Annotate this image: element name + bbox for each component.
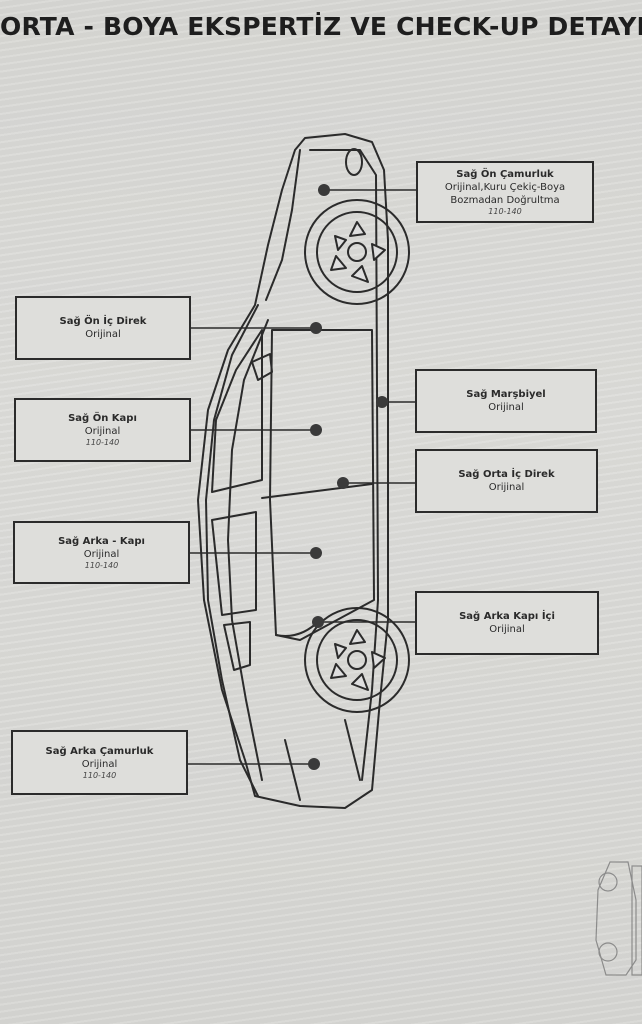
front-window	[211, 329, 263, 493]
callout-sag-on-ic-direk: Sağ Ön İç Direk Orijinal	[15, 296, 191, 360]
roof-line	[205, 304, 259, 797]
callout-title: Sağ Arka Kapı İçi	[459, 611, 555, 622]
callout-status: Orijinal	[488, 402, 524, 413]
callout-title: Sağ Ön İç Direk	[59, 316, 147, 327]
point-sag-on-kapi	[310, 424, 322, 436]
door-split-line	[261, 483, 373, 499]
point-sag-arka-camurluk	[308, 758, 320, 770]
point-sag-arka-kapi	[310, 547, 322, 559]
front-door-line	[269, 329, 375, 641]
side-mirror	[251, 353, 273, 381]
page-title: ORTA - BOYA EKSPERTİZ VE CHECK-UP DETAYL…	[0, 12, 642, 41]
rear-wheel-rim	[316, 619, 398, 701]
rear-wheel-tire	[304, 607, 410, 713]
point-sag-arka-kapi-ici	[312, 616, 324, 628]
front-wheel-rim	[316, 211, 398, 293]
callout-status: Orijinal	[85, 329, 121, 340]
callout-sag-on-camurluk: Sağ Ön Çamurluk Orijinal,Kuru Çekiç-Boya…	[416, 161, 594, 223]
quarter-window	[223, 621, 251, 671]
point-sag-on-camurluk	[318, 184, 330, 196]
callout-sag-on-kapi: Sağ Ön Kapı Orijinal 110-140	[14, 398, 191, 462]
callout-status: Orijinal	[489, 624, 525, 635]
windshield-line	[265, 149, 301, 301]
callout-status: Orijinal,Kuru Çekiç-Boya Bozmadan Doğrul…	[444, 181, 566, 206]
callout-sag-arka-kapi-ici: Sağ Arka Kapı İçi Orijinal	[415, 591, 599, 655]
point-sag-orta-ic-direk	[337, 477, 349, 489]
point-sag-on-ic-direk	[310, 322, 322, 334]
callout-status: Orijinal	[84, 426, 121, 437]
callout-title: Sağ Orta İç Direk	[458, 469, 555, 480]
callout-title: Sağ Ön Çamurluk	[456, 168, 554, 180]
callout-range: 110-140	[84, 560, 119, 570]
callout-status: Orijinal	[83, 548, 120, 560]
front-wheel-tire	[304, 199, 410, 305]
callout-status: Orijinal	[81, 758, 118, 770]
point-sag-marsbiyel	[376, 396, 388, 408]
rear-wheel-hub	[347, 650, 367, 670]
callout-title: Sağ Ön Kapı	[68, 413, 137, 424]
callout-sag-arka-camurluk: Sağ Arka Çamurluk Orijinal 110-140	[11, 730, 188, 795]
fuel-cap	[345, 148, 363, 176]
rear-window	[211, 511, 257, 616]
callout-status: Orijinal	[488, 482, 525, 493]
callout-sag-arka-kapi: Sağ Arka - Kapı Orijinal 110-140	[13, 521, 190, 584]
callout-sag-orta-ic-direk: Sağ Orta İç Direk Orijinal	[415, 449, 598, 513]
callout-title: Sağ Marşbiyel	[466, 389, 546, 400]
callout-range: 110-140	[85, 438, 120, 447]
callout-title: Sağ Arka - Kapı	[58, 535, 145, 547]
front-wheel-hub	[347, 242, 367, 262]
rear-bumper	[284, 719, 361, 801]
callout-sag-marsbiyel: Sağ Marşbiyel Orijinal	[415, 369, 597, 433]
thumbnail-car	[595, 861, 642, 976]
callout-title: Sağ Arka Çamurluk	[45, 745, 154, 757]
callout-range: 110-140	[488, 206, 522, 216]
callout-range: 110-140	[82, 770, 117, 780]
car-body-inner-line	[309, 149, 379, 781]
roof-inner-line	[227, 319, 269, 781]
